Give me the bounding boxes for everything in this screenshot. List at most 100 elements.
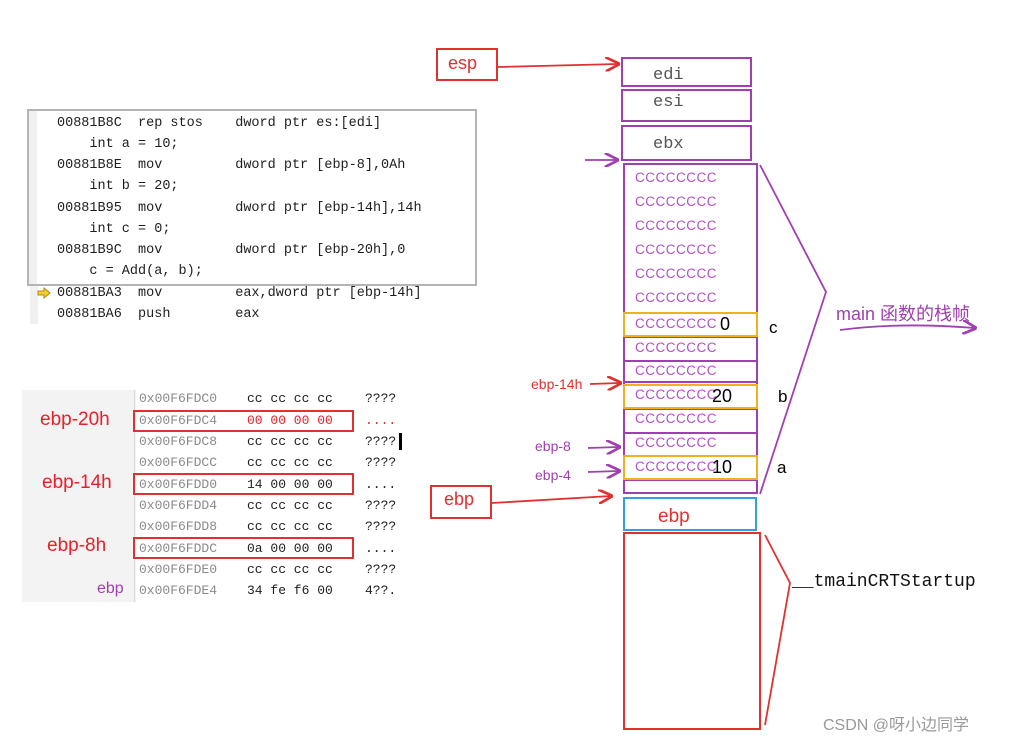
stack-fill: CCCCCCCC	[635, 170, 717, 185]
mem-address: 0x00F6FDC8	[139, 434, 218, 449]
ebp-pointer-label: ebp	[444, 489, 475, 509]
mem-bytes: cc cc cc cc	[247, 519, 333, 534]
ebp-arrow	[491, 496, 611, 503]
row-divider	[623, 336, 758, 338]
stack-label-ebp: ebp	[658, 506, 690, 527]
mem-address: 0x00F6FDDC	[139, 541, 218, 556]
esp-box	[436, 48, 498, 81]
stack-fill: CCCCCCCC	[635, 411, 717, 426]
var-name-c: c	[769, 318, 778, 337]
mem-ascii: ....	[365, 477, 397, 492]
var-name-a: a	[777, 458, 787, 477]
mem-bytes: 14 00 00 00	[247, 477, 333, 492]
mem-ascii: ????	[365, 562, 397, 577]
row-divider	[623, 408, 758, 410]
disasm-line: c = Add(a, b);	[57, 264, 203, 279]
mem-bytes: 34 fe f6 00	[247, 583, 333, 598]
ebp-8-pointer-label: ebp-8	[535, 438, 571, 454]
var-slot-b	[623, 384, 758, 409]
main-frame-label: main 函数的栈帧	[836, 304, 971, 324]
watermark: CSDN @呀小边同学	[823, 717, 970, 734]
text-cursor	[399, 433, 402, 450]
stack-fill: CCCCCCCC	[635, 242, 717, 257]
mem-bytes: cc cc cc cc	[247, 434, 333, 449]
value-a: 10	[712, 457, 733, 477]
ebp-4-pointer-label: ebp-4	[535, 467, 571, 483]
stack-label-edi: edi	[653, 66, 684, 85]
stack-slot-esi	[621, 89, 752, 122]
disasm-line-current: 00881BA3 mov eax,dword ptr [ebp-14h]	[57, 286, 422, 301]
mem-address: 0x00F6FDCC	[139, 455, 218, 470]
label-ebp-14h: ebp-14h	[42, 472, 112, 493]
disasm-line: int b = 20;	[57, 179, 179, 194]
mem-bytes: cc cc cc cc	[247, 562, 333, 577]
ebp-4-arrow	[587, 471, 619, 472]
crt-bracket	[764, 534, 791, 726]
ebp-pointer-box	[430, 485, 492, 519]
memory-separator	[134, 390, 135, 602]
ebp-14h-arrow	[589, 383, 620, 384]
disasm-line: 00881BA6 push eax	[57, 307, 260, 322]
highlight-ebp-20h	[133, 410, 354, 432]
stack-fill: CCCCCCCC	[635, 266, 717, 281]
mem-bytes: 0a 00 00 00	[247, 541, 333, 556]
esp-label: esp	[448, 53, 478, 73]
row-divider	[623, 479, 758, 481]
ebp-14h-pointer-label: ebp-14h	[531, 376, 583, 392]
stack-fill: CCCCCCCC	[635, 290, 717, 305]
stack-label-esi: esi	[653, 93, 684, 112]
disassembly-gutter	[29, 111, 37, 284]
stack-fill: CCCCCCCC	[635, 435, 717, 450]
stack-slot-ebp	[623, 497, 757, 531]
row-divider	[623, 432, 758, 434]
mem-address: 0x00F6FDC4	[139, 413, 218, 428]
stack-label-ebx: ebx	[653, 135, 684, 154]
mem-address: 0x00F6FDE0	[139, 562, 218, 577]
stack-slot-edi	[621, 57, 752, 87]
mem-address: 0x00F6FDE4	[139, 583, 218, 598]
crt-startup-frame	[623, 532, 761, 730]
disasm-line: 00881B8C rep stos dword ptr es:[edi]	[57, 116, 382, 131]
disassembly-panel	[27, 109, 477, 286]
highlight-ebp-8h	[133, 537, 354, 559]
disasm-line: int a = 10;	[57, 137, 179, 152]
var-name-b: b	[778, 387, 788, 406]
mem-address: 0x00F6FDD4	[139, 498, 218, 513]
disasm-line: 00881B95 mov dword ptr [ebp-14h],14h	[57, 201, 422, 216]
mem-bytes-changed: 00 00 00 00	[247, 413, 333, 428]
main-frame-arrow	[839, 325, 975, 330]
label-ebp-mem: ebp	[97, 580, 124, 597]
mem-address: 0x00F6FDC0	[139, 391, 218, 406]
esp-arrow	[497, 64, 618, 67]
stack-fill-a: CCCCCCCC	[635, 459, 717, 474]
mem-ascii: ????	[365, 455, 397, 470]
mem-bytes: cc cc cc cc	[247, 455, 333, 470]
disassembly-gutter-lower	[30, 286, 38, 324]
memory-gutter	[22, 390, 136, 602]
stack-fill-c: CCCCCCCC	[635, 316, 717, 331]
row-divider	[623, 360, 758, 362]
current-instruction-arrow-icon	[37, 287, 51, 299]
mem-bytes: cc cc cc cc	[247, 498, 333, 513]
mem-address: 0x00F6FDD8	[139, 519, 218, 534]
mem-ascii: ????	[365, 498, 397, 513]
mem-address: 0x00F6FDD0	[139, 477, 218, 492]
var-slot-c	[623, 312, 758, 337]
row-divider	[623, 381, 758, 383]
mem-ascii: ????	[365, 519, 397, 534]
var-slot-a	[623, 455, 758, 480]
ebp-8-arrow	[587, 447, 619, 448]
value-c: 0	[720, 314, 731, 334]
stack-fill: CCCCCCCC	[635, 218, 717, 233]
stack-fill: CCCCCCCC	[635, 194, 717, 209]
mem-ascii: 4??.	[365, 583, 397, 598]
label-ebp-20h: ebp-20h	[40, 409, 110, 430]
disasm-line: 00881B8E mov dword ptr [ebp-8],0Ah	[57, 158, 406, 173]
mem-ascii: ....	[365, 541, 397, 556]
stack-fill: CCCCCCCC	[635, 363, 717, 378]
stack-fill-b: CCCCCCCC	[635, 387, 717, 402]
stack-slot-ebx	[621, 125, 752, 161]
disasm-line: 00881B9C mov dword ptr [ebp-20h],0	[57, 243, 406, 258]
highlight-ebp-14h	[133, 473, 354, 495]
disasm-line: int c = 0;	[57, 222, 171, 237]
